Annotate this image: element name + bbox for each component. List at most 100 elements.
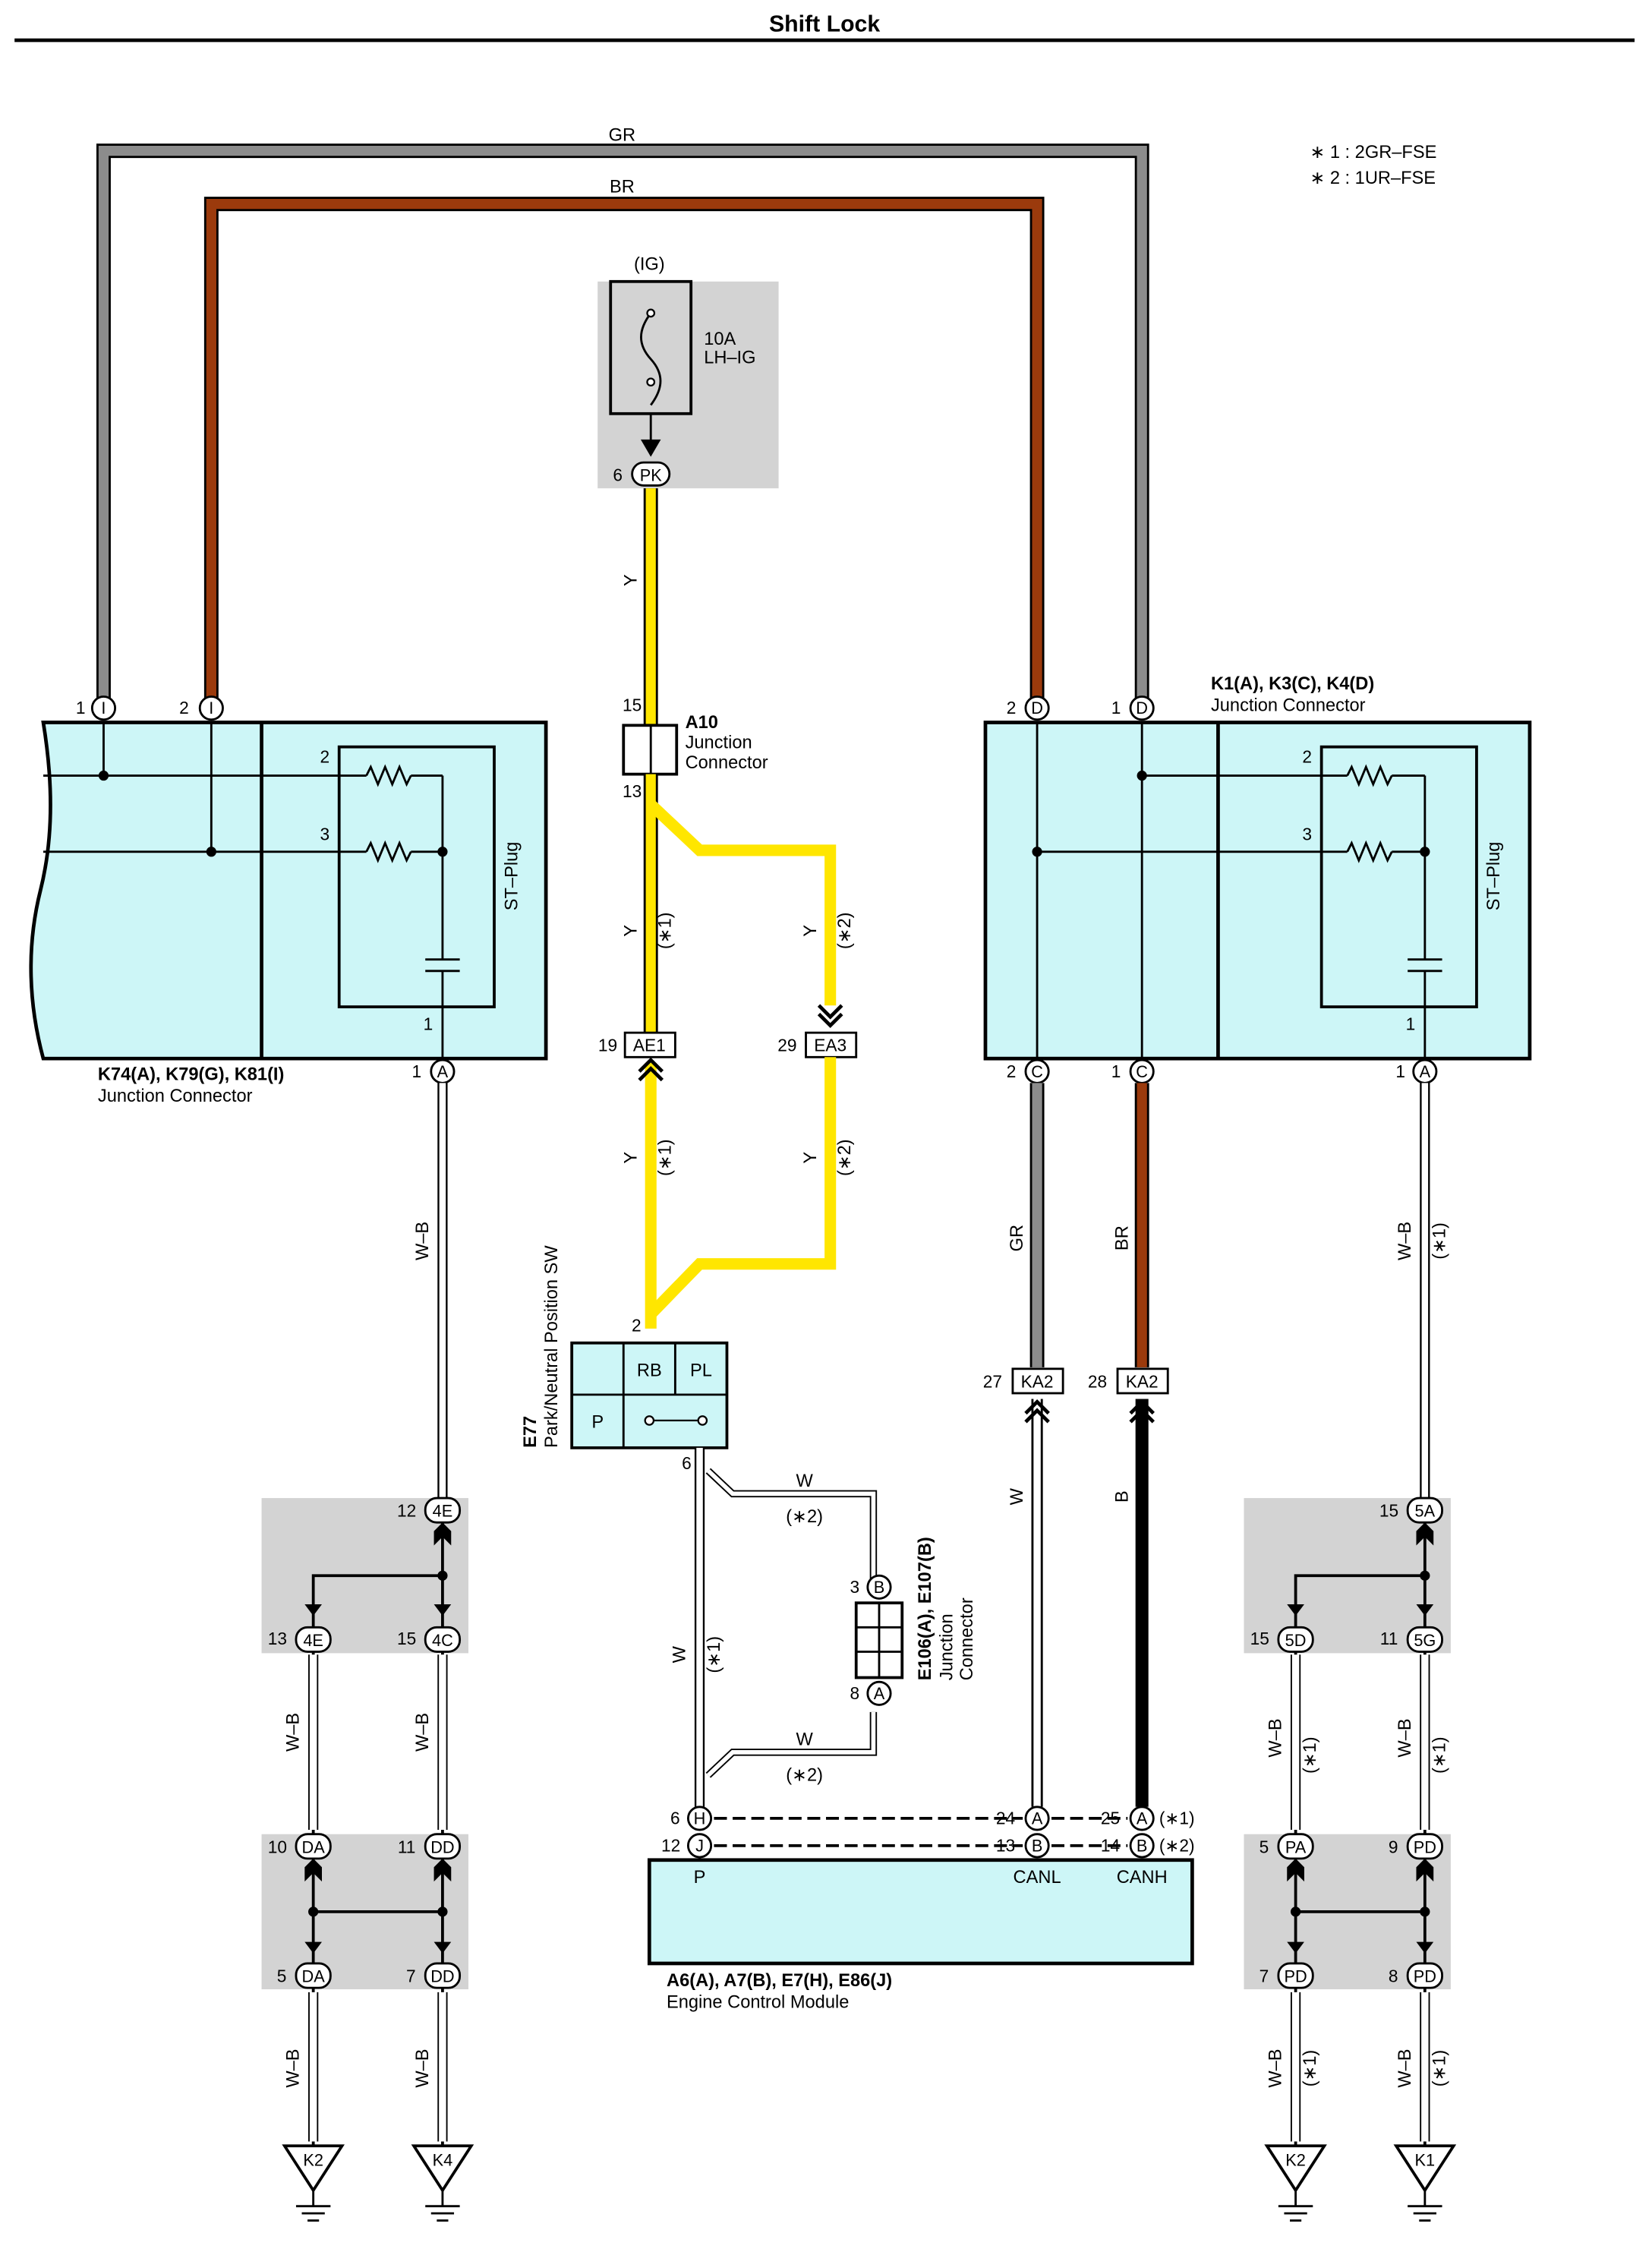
ground-icon bbox=[295, 2190, 331, 2222]
svg-text:KA2: KA2 bbox=[1126, 1371, 1159, 1391]
fuse-box-shade bbox=[597, 281, 779, 489]
svg-text:W–B: W–B bbox=[413, 2048, 433, 2087]
svg-text:C: C bbox=[1136, 1062, 1148, 1081]
svg-text:12: 12 bbox=[397, 1501, 416, 1521]
svg-text:3: 3 bbox=[1302, 825, 1312, 844]
svg-text:14: 14 bbox=[1101, 1835, 1120, 1855]
svg-text:13: 13 bbox=[996, 1835, 1015, 1855]
right-splice-pa bbox=[1277, 1833, 1314, 1860]
svg-text:Y: Y bbox=[621, 1152, 641, 1164]
gr-label-top: GR bbox=[609, 125, 635, 145]
svg-text:2: 2 bbox=[1302, 747, 1312, 767]
svg-text:B: B bbox=[1112, 1490, 1132, 1503]
left-splice-wb-fill bbox=[311, 1654, 445, 2142]
right-splice-5g bbox=[1406, 1626, 1443, 1653]
svg-text:B: B bbox=[1137, 1836, 1148, 1855]
svg-text:AE1: AE1 bbox=[633, 1036, 666, 1055]
svg-text:(∗1): (∗1) bbox=[1430, 1736, 1449, 1774]
fuse-rating: 10A bbox=[704, 330, 736, 349]
pnp-switch-contact-icon bbox=[644, 1415, 708, 1426]
svg-text:B: B bbox=[1032, 1836, 1043, 1855]
svg-text:P: P bbox=[591, 1412, 604, 1432]
svg-text:GR: GR bbox=[1007, 1225, 1027, 1251]
pnp-pin-out: 6 bbox=[682, 1453, 692, 1473]
svg-text:24: 24 bbox=[996, 1808, 1015, 1828]
svg-text:PL: PL bbox=[690, 1361, 712, 1380]
svg-text:5A: 5A bbox=[1415, 1502, 1436, 1521]
right-jc-name: Junction Connector bbox=[1211, 695, 1366, 715]
w-p-wire bbox=[694, 1447, 878, 1807]
ground-icon bbox=[425, 2190, 460, 2222]
a10-pin-out: 13 bbox=[623, 781, 642, 801]
svg-text:8: 8 bbox=[1389, 1966, 1398, 1986]
svg-text:11: 11 bbox=[1380, 1629, 1398, 1648]
ka2-right-chevron-icon bbox=[1129, 1399, 1155, 1424]
left-st-plug-label: ST–Plug bbox=[502, 842, 522, 911]
right-jc-terminal-d1 bbox=[1129, 695, 1155, 721]
left-splice-dd-bottom bbox=[424, 1962, 462, 1989]
right-splice-pd-top bbox=[1406, 1833, 1443, 1860]
svg-text:Y: Y bbox=[801, 1152, 821, 1164]
left-jc-name: Junction Connector bbox=[98, 1086, 253, 1106]
left-splice-arrows bbox=[304, 1522, 452, 1954]
ka2-left-pin: 27 bbox=[983, 1371, 1002, 1391]
svg-text:1: 1 bbox=[1111, 1061, 1121, 1081]
right-st-plug-label: ST–Plug bbox=[1484, 842, 1504, 911]
svg-text:8: 8 bbox=[850, 1683, 860, 1703]
br-top-wire bbox=[203, 197, 1045, 704]
svg-text:5D: 5D bbox=[1285, 1631, 1307, 1650]
svg-text:K2: K2 bbox=[1285, 2151, 1306, 2170]
svg-text:P: P bbox=[694, 1868, 706, 1888]
svg-text:5: 5 bbox=[277, 1966, 287, 1986]
svg-text:K2: K2 bbox=[303, 2151, 323, 2170]
svg-text:DD: DD bbox=[430, 1967, 454, 1986]
e106-codes: E106(A), E107(B) bbox=[916, 1537, 935, 1680]
svg-text:W–B: W–B bbox=[284, 1713, 304, 1752]
svg-text:PD: PD bbox=[1284, 1967, 1307, 1986]
left-splice-4c bbox=[424, 1626, 462, 1653]
svg-text:W: W bbox=[796, 1471, 813, 1491]
pnp-pin-in: 2 bbox=[632, 1316, 642, 1336]
ecm-terminal-b14 bbox=[1129, 1833, 1155, 1859]
svg-text:Y: Y bbox=[621, 574, 641, 586]
svg-text:W: W bbox=[1007, 1487, 1027, 1505]
ground-k1: K1 bbox=[1393, 2144, 1457, 2222]
svg-text:PD: PD bbox=[1414, 1837, 1436, 1856]
svg-text:15: 15 bbox=[1250, 1629, 1269, 1648]
svg-text:15: 15 bbox=[1379, 1501, 1398, 1521]
svg-text:W–B: W–B bbox=[284, 2048, 304, 2087]
pnp-code: E77 bbox=[521, 1416, 541, 1448]
right-splice-5a bbox=[1406, 1496, 1443, 1524]
ecm-codes: A6(A), A7(B), E7(H), E86(J) bbox=[667, 1971, 892, 1991]
svg-text:(∗2): (∗2) bbox=[835, 1139, 855, 1176]
e106-terminal-b bbox=[866, 1574, 892, 1600]
svg-text:C: C bbox=[1031, 1062, 1043, 1081]
fuse-pin: 6 bbox=[613, 465, 623, 485]
svg-text:W–B: W–B bbox=[1266, 1718, 1286, 1757]
svg-text:A: A bbox=[1032, 1809, 1043, 1828]
svg-text:2: 2 bbox=[1007, 1061, 1017, 1081]
svg-text:9: 9 bbox=[1389, 1837, 1398, 1856]
left-splice-da-bottom bbox=[295, 1962, 332, 1989]
ae1-connector bbox=[623, 1031, 676, 1058]
ground-k2-right: K2 bbox=[1264, 2144, 1327, 2222]
right-jc-codes: K1(A), K3(C), K4(D) bbox=[1211, 674, 1374, 694]
svg-text:A: A bbox=[1137, 1809, 1148, 1828]
svg-text:W: W bbox=[670, 1645, 690, 1663]
a10-code: A10 bbox=[686, 713, 718, 733]
svg-text:(∗1): (∗1) bbox=[1300, 2050, 1320, 2087]
svg-text:W–B: W–B bbox=[1266, 2048, 1286, 2087]
svg-text:Y: Y bbox=[801, 925, 821, 937]
svg-text:4E: 4E bbox=[433, 1502, 453, 1521]
svg-text:25: 25 bbox=[1101, 1808, 1120, 1828]
pnp-name: Park/Neutral Position SW bbox=[542, 1245, 562, 1448]
svg-text:PA: PA bbox=[1285, 1837, 1307, 1856]
svg-text:CANL: CANL bbox=[1014, 1868, 1061, 1888]
fuse-connector-pk bbox=[631, 461, 671, 487]
ka2-left-connector bbox=[1011, 1367, 1064, 1395]
left-jc-codes: K74(A), K79(G), K81(I) bbox=[98, 1065, 284, 1085]
svg-text:3: 3 bbox=[320, 825, 329, 844]
fuse-source-label: (IG) bbox=[634, 255, 665, 275]
ecm-terminal-b13 bbox=[1024, 1833, 1050, 1859]
yellow-wire-2 bbox=[647, 800, 837, 1006]
